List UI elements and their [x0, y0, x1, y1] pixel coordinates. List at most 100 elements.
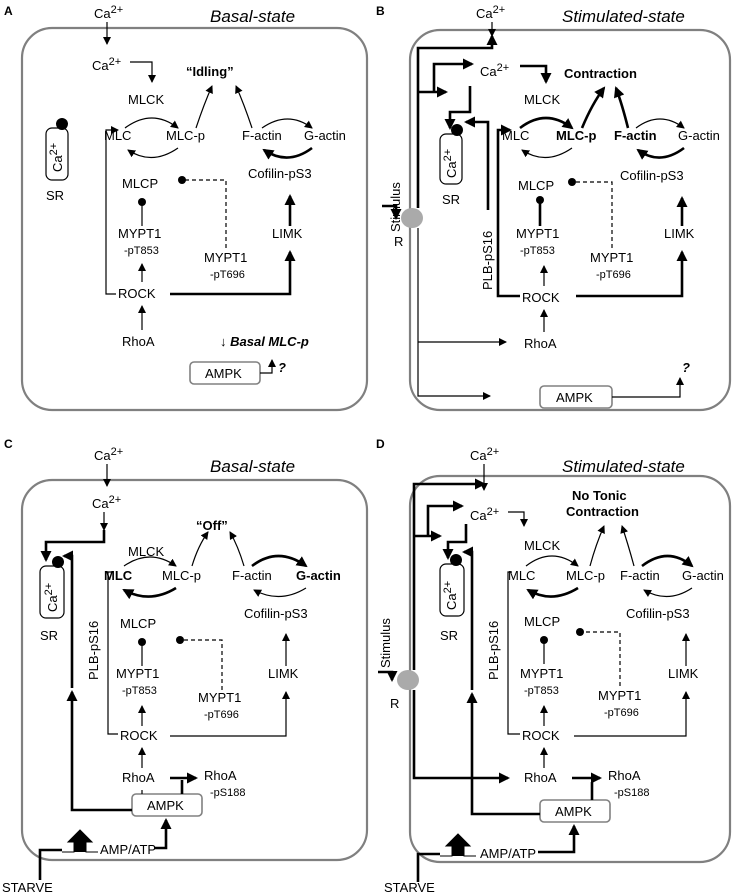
amp-atp-up-icon [62, 829, 98, 853]
ampk-label: AMPK [147, 798, 184, 813]
panel-letter: B [376, 4, 385, 18]
ampk-box [539, 799, 611, 823]
plb-label: PLB-pS16 [486, 621, 501, 680]
sr-label: SR [442, 192, 460, 207]
mlc-p-to-outcome [589, 525, 605, 567]
rock-to-mlc [507, 571, 520, 735]
ampk-to-question [260, 359, 276, 374]
mlc-p-label: MLC-p [556, 128, 596, 143]
ampk-to-plb [66, 690, 132, 812]
plb-to-sr [462, 546, 474, 690]
mlck-phos-arrow [519, 116, 574, 130]
ca-outside-label: Ca2+ [94, 4, 123, 21]
panel-a: A Basal-state Ca2+ Ca2+ “Idling” Ca2+ SR… [4, 4, 369, 412]
rock-to-limk [574, 691, 690, 737]
rock-to-limk [170, 250, 296, 296]
ampatp-to-ampk [154, 818, 172, 850]
sr-pump-dot [450, 554, 462, 566]
ampk-to-plb [466, 692, 540, 816]
receptor-label: R [394, 234, 403, 249]
mlcp-dephos-arrow [521, 147, 573, 159]
plb-label: PLB-pS16 [480, 231, 495, 290]
amp-atp-label: AMP/ATP [100, 842, 156, 857]
receptor-icon [397, 670, 419, 690]
g-actin-label: G-actin [682, 568, 724, 583]
receptor-to-ca-2 [432, 58, 474, 92]
mypt1-label: MYPT1 [118, 226, 161, 241]
outcome-label: “Idling” [186, 64, 234, 79]
g-actin-label: G-actin [296, 568, 341, 583]
mypt1-label: MYPT1 [520, 666, 563, 681]
mlc-p-label: MLC-p [166, 128, 205, 143]
ampk-to-question [612, 377, 684, 398]
mlck-phos-arrow [124, 117, 179, 129]
polymerize-arrow [253, 587, 307, 598]
rhoa-label: RhoA [122, 334, 155, 349]
panel-letter: D [376, 437, 385, 451]
ca-to-sr-arrow [40, 530, 106, 562]
rock-label: ROCK [118, 286, 156, 301]
mlcp-label: MLCP [120, 616, 156, 631]
receptor-label: R [390, 696, 399, 711]
ca-to-mlck-arrow [508, 511, 528, 527]
mypt1-696-inhibit [568, 178, 613, 248]
ca-to-mlck-arrow [130, 61, 156, 83]
receptor-to-ampk [417, 228, 491, 400]
ca-outside-label: Ca2+ [94, 446, 123, 463]
mlcp-dephos-arrow [127, 147, 179, 159]
mlc-p-to-outcome [191, 531, 209, 567]
rock-to-mlc [107, 571, 118, 735]
mlc-label: MLC [104, 128, 131, 143]
rhoa-p-label: RhoA [204, 768, 237, 783]
rhoa-label: RhoA [122, 770, 155, 785]
sr-compartment [439, 133, 463, 185]
limk-label: LIMK [272, 226, 303, 241]
outcome-label: “Off” [196, 518, 228, 533]
sr-ca-label: Ca2+ [442, 149, 459, 178]
ca-inside-label: Ca2+ [92, 56, 121, 73]
mlck-phos-arrow [123, 556, 177, 567]
amp-atp-up-icon [440, 833, 476, 857]
plb-label: PLB-pS16 [86, 621, 101, 680]
sr-pump-dot [52, 556, 64, 568]
mypt1-696-inhibit [576, 628, 621, 686]
receptor-icon [401, 208, 423, 228]
f-actin-label: F-actin [620, 568, 660, 583]
state-title: Basal-state [210, 457, 295, 476]
ca-to-mlck-arrow [520, 64, 552, 84]
mypt1-696-inhibit [176, 636, 223, 690]
limk-label: LIMK [268, 666, 299, 681]
starve-arrow [416, 852, 440, 882]
factin-to-outcome [614, 86, 630, 129]
polymerize-arrow [262, 146, 313, 160]
amp-atp-label: AMP/ATP [480, 846, 536, 861]
mypt1-b-label: MYPT1 [598, 688, 641, 703]
pt853-label: -pT853 [524, 685, 559, 697]
ps188-label: -pS188 [210, 787, 245, 799]
mypt1-b-label: MYPT1 [590, 250, 633, 265]
sr-compartment [39, 565, 65, 619]
depolymerize-arrow [641, 554, 694, 568]
mlc-p-to-outcome [195, 85, 213, 129]
rock-to-limk [170, 691, 290, 737]
sr-ca-label: Ca2+ [43, 583, 60, 612]
outcome-label: Contraction [564, 66, 637, 81]
mlck-label: MLCK [524, 538, 560, 553]
panel-b: B Stimulated-state Ca2+ Ca2+ Contraction… [376, 4, 732, 412]
pt696-label: -pT696 [604, 707, 639, 719]
mypt1-696-inhibit [178, 176, 227, 248]
ca-inside-label: Ca2+ [92, 494, 121, 511]
rock-to-limk [576, 250, 688, 298]
pt853-label: -pT853 [122, 685, 157, 697]
cofilin-label: Cofilin-pS3 [248, 166, 312, 181]
state-title: Stimulated-state [562, 7, 685, 26]
f-actin-label: F-actin [232, 568, 272, 583]
factin-to-outcome [235, 85, 253, 129]
pt853-label: -pT853 [124, 245, 159, 257]
depolymerize-arrow [261, 118, 313, 129]
rock-to-mlc [105, 126, 119, 295]
mlcp-dephos-arrow [122, 586, 177, 600]
limk-label: LIMK [668, 666, 699, 681]
rock-label: ROCK [120, 728, 158, 743]
cofilin-label: Cofilin-pS3 [620, 168, 684, 183]
